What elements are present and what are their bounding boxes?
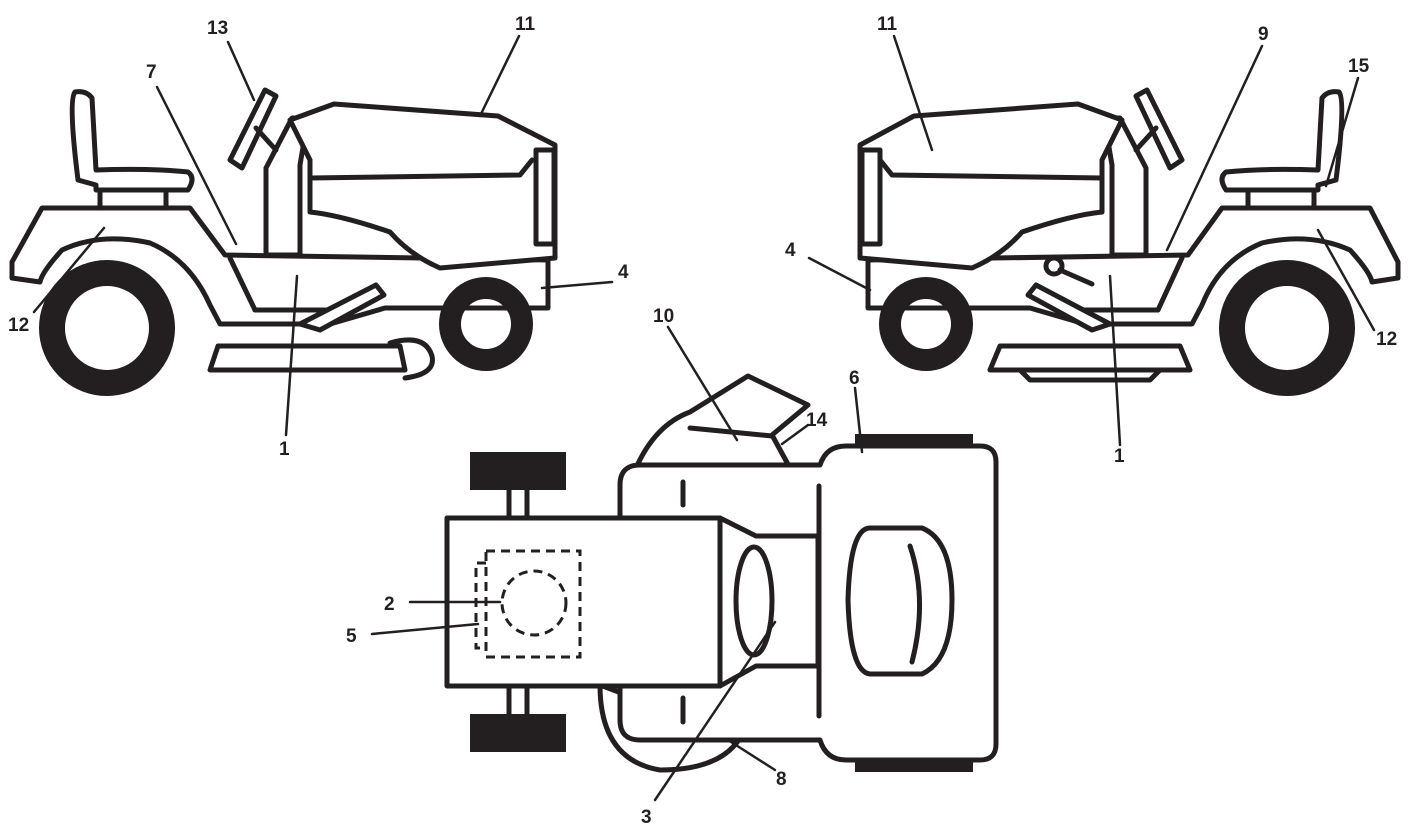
callout-right-1: 1 xyxy=(1114,446,1125,467)
left-hood xyxy=(287,101,558,271)
right-hood xyxy=(857,101,1125,271)
leader-lines xyxy=(32,34,1376,802)
callout-top-6: 6 xyxy=(849,368,860,389)
right-mower-deck xyxy=(987,343,1193,373)
top-rear-wheel-upper xyxy=(470,452,566,490)
right-side-view xyxy=(857,87,1401,396)
left-headlight xyxy=(533,147,557,247)
right-seat-base xyxy=(1245,187,1317,211)
right-hood-top-line xyxy=(877,157,1105,181)
right-brake-pedal xyxy=(1025,282,1113,333)
callout-top-10: 10 xyxy=(653,306,674,327)
right-seat xyxy=(1219,89,1345,193)
leader-left-1 xyxy=(284,274,299,437)
leader-right-15 xyxy=(1324,76,1360,188)
right-deck-skirt xyxy=(1017,367,1163,383)
fuel-cap-outline xyxy=(500,569,568,637)
callout-left-1: 1 xyxy=(279,439,290,460)
callout-top-14: 14 xyxy=(806,410,828,431)
callout-left-12: 12 xyxy=(8,315,29,336)
top-hood-dome xyxy=(845,525,955,677)
right-chassis xyxy=(865,205,1401,327)
left-mower-deck xyxy=(207,343,408,373)
leader-left-13 xyxy=(226,40,256,102)
callout-right-15: 15 xyxy=(1348,56,1370,77)
leader-top-3 xyxy=(653,620,777,802)
callout-top-8: 8 xyxy=(776,769,787,790)
callout-left-4: 4 xyxy=(618,262,629,283)
top-hood-dome-inner xyxy=(907,543,923,665)
right-rear-wheel xyxy=(1219,260,1355,396)
left-hood-top-line xyxy=(307,157,535,181)
callout-top-3: 3 xyxy=(641,807,652,828)
leader-left-11 xyxy=(478,34,521,118)
left-side-view xyxy=(9,87,558,396)
left-front-wheel xyxy=(439,277,533,371)
callout-top-5: 5 xyxy=(346,626,357,647)
right-headlight xyxy=(859,147,883,247)
callout-left-7: 7 xyxy=(146,62,157,83)
leader-left-12 xyxy=(32,226,106,314)
leader-top-14 xyxy=(780,423,810,446)
leader-left-4 xyxy=(540,280,614,290)
right-front-wheel xyxy=(879,277,973,371)
left-steering-shaft xyxy=(253,125,279,153)
callout-top-2: 2 xyxy=(384,594,395,615)
leader-top-6 xyxy=(853,386,864,454)
top-view xyxy=(444,373,999,773)
left-brake-pedal xyxy=(297,282,387,333)
left-seat xyxy=(69,89,195,193)
callout-right-4: 4 xyxy=(785,240,796,261)
right-steering-shaft xyxy=(1133,125,1159,153)
leader-right-1 xyxy=(1108,274,1122,447)
leader-top-10 xyxy=(666,325,739,442)
left-chassis-panel-line xyxy=(227,255,258,313)
leader-right-11 xyxy=(892,34,934,152)
leader-right-9 xyxy=(1165,44,1264,252)
top-rear-wheel-lower xyxy=(470,714,566,752)
left-rear-wheel xyxy=(39,260,175,396)
left-deck-chute xyxy=(387,337,435,381)
callout-left-13: 13 xyxy=(207,18,228,39)
left-chassis xyxy=(9,205,551,327)
discharge-chute xyxy=(633,373,811,471)
left-steering-wheel xyxy=(227,87,279,171)
leader-top-5 xyxy=(370,622,480,636)
leader-top-8 xyxy=(726,738,777,772)
engine-bracket-outline xyxy=(474,561,486,650)
top-steering-wheel xyxy=(733,544,775,658)
battery-outline xyxy=(484,549,582,659)
callout-left-11: 11 xyxy=(515,14,536,35)
callout-right-11: 11 xyxy=(877,14,898,35)
leader-right-12 xyxy=(1316,228,1376,332)
left-seat-base xyxy=(97,187,169,211)
callout-right-12: 12 xyxy=(1376,329,1397,350)
callout-labels: 13 11 7 4 12 1 11 9 15 4 12 1 10 14 6 2 … xyxy=(8,14,1397,828)
right-steering-wheel xyxy=(1133,87,1185,171)
leader-right-4 xyxy=(807,256,872,292)
callout-right-9: 9 xyxy=(1258,24,1269,45)
right-chassis-panel-line xyxy=(1155,255,1185,313)
leader-left-7 xyxy=(155,85,238,246)
key-icon xyxy=(1043,255,1095,287)
